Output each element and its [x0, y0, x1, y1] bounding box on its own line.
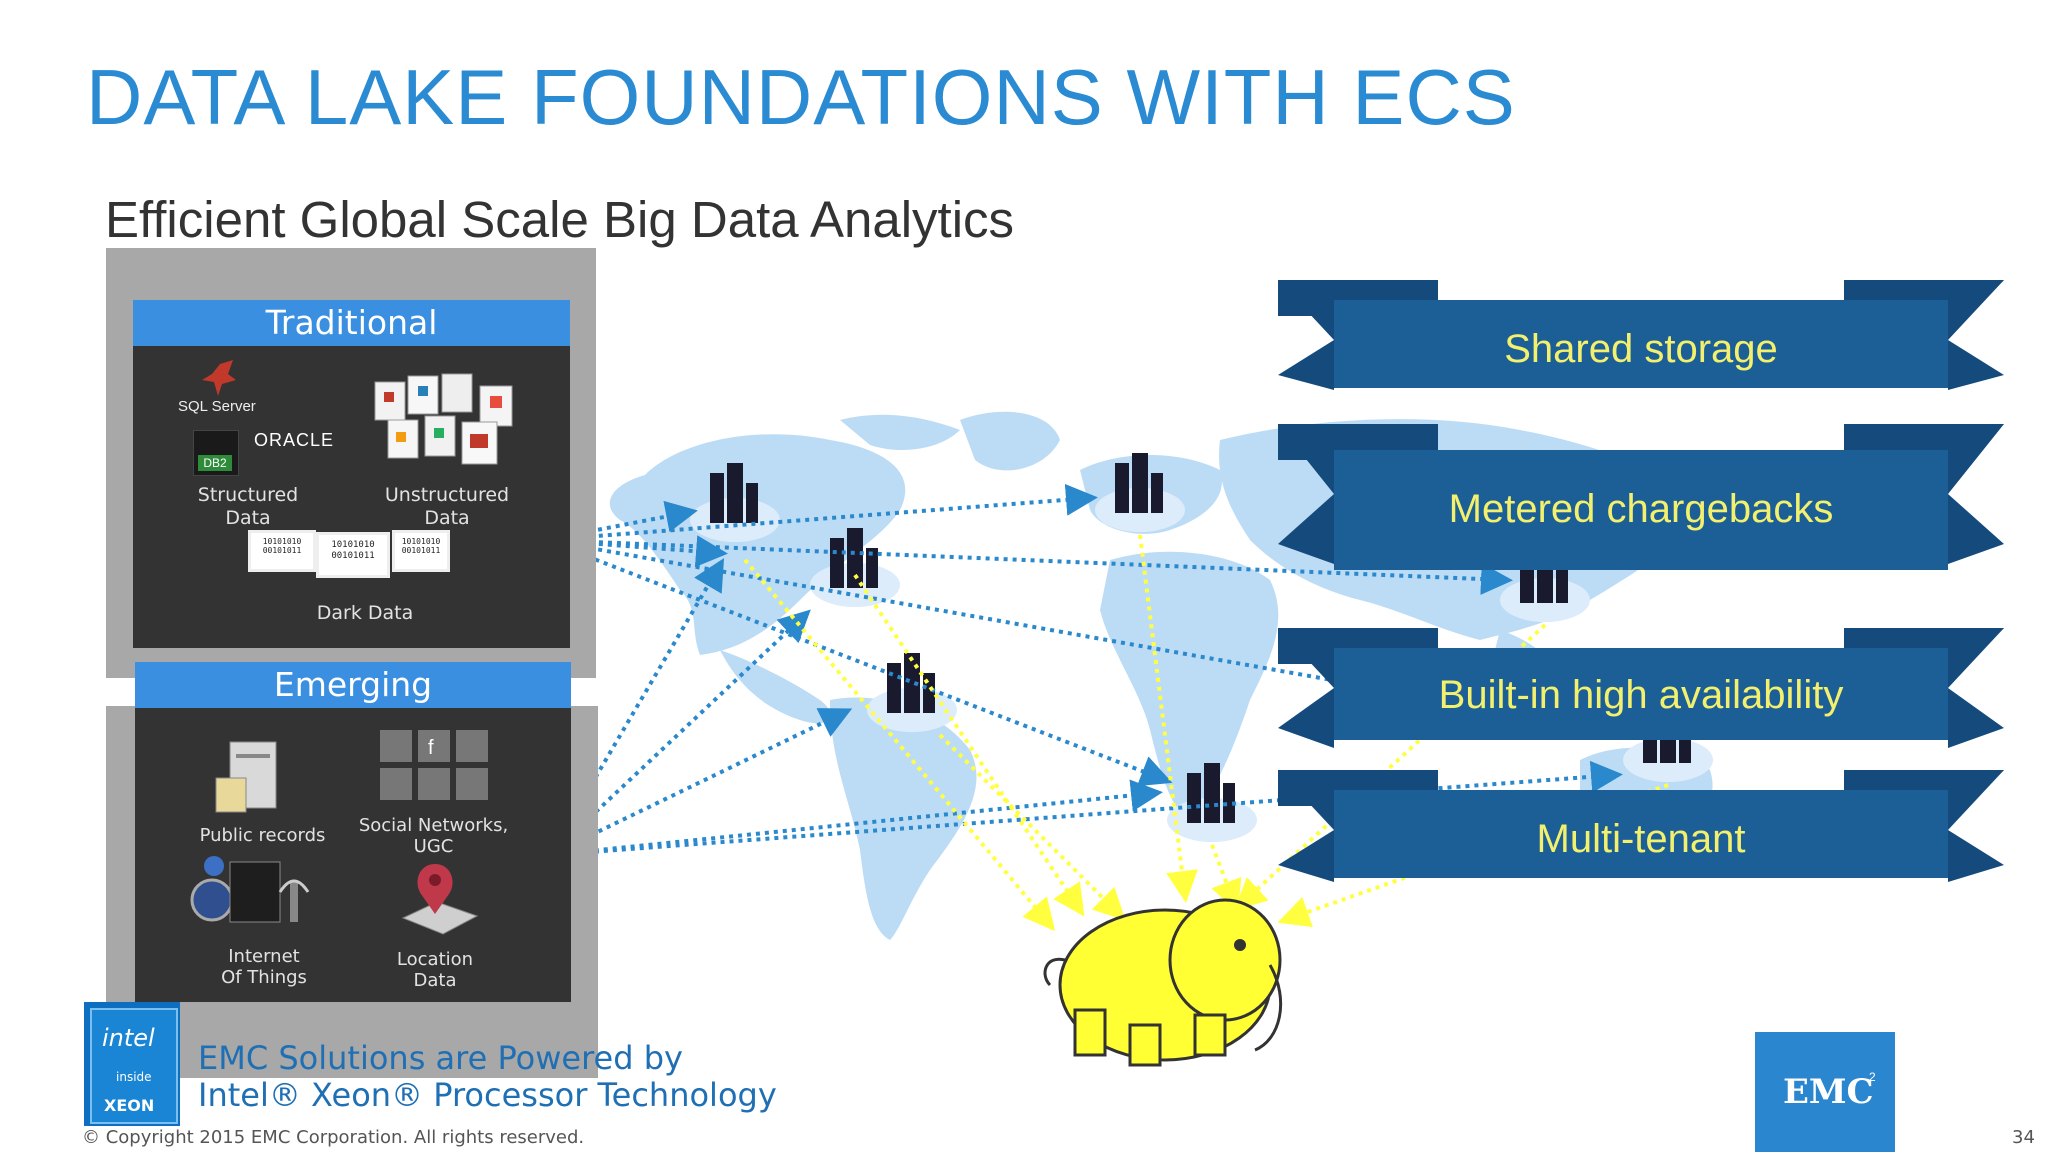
emerging-panel — [135, 662, 571, 1002]
social-networks-label: Social Networks, UGC — [358, 815, 509, 857]
oracle-logo: ORACLE — [254, 430, 335, 450]
binary-monitor-icon: 10101010 00101011 — [392, 530, 450, 572]
banner-shared-storage: Shared storage — [1278, 280, 2004, 398]
banner-text: Metered chargebacks — [1449, 487, 1834, 531]
page-title: DATA LAKE FOUNDATIONS WITH ECS — [86, 53, 1516, 141]
page-number: 34 — [2012, 1127, 2035, 1148]
dark-data-label: Dark Data — [316, 602, 414, 624]
binary-monitor-icon: 10101010 00101011 — [248, 530, 316, 572]
cloud-server-icon — [1167, 763, 1257, 842]
banner-text: Shared storage — [1504, 327, 1778, 371]
intel-line-1: EMC Solutions are Powered by — [198, 1039, 683, 1077]
svg-text:f: f — [428, 737, 434, 759]
sql-server-logo: SQL Server — [178, 356, 258, 416]
intel-line-2: Intel® Xeon® Processor Technology — [198, 1076, 777, 1114]
ibm-db2-logo: DB2 — [193, 430, 239, 476]
binary-text: 10101010 00101011 — [262, 537, 302, 555]
hadoop-elephant-icon — [1043, 898, 1283, 1067]
binary-text: 10101010 00101011 — [331, 540, 375, 561]
binary-monitor-icon: 10101010 00101011 — [316, 532, 390, 578]
traditional-header: Traditional — [133, 300, 570, 346]
cloud-server-icon — [810, 528, 900, 607]
emerging-header: Emerging — [135, 662, 571, 708]
public-records-label: Public records — [199, 825, 326, 846]
unstructured-data-label: Unstructured Data — [384, 484, 510, 529]
page-subtitle: Efficient Global Scale Big Data Analytic… — [105, 191, 1015, 248]
banner-text: Built-in high availability — [1439, 673, 1844, 717]
location-data-label: Location Data — [396, 949, 474, 991]
location-pin-icon — [393, 858, 483, 938]
banner-high-availability: Built-in high availability — [1278, 628, 2004, 758]
intel-powered-by-text: EMC Solutions are Powered by Intel® Xeon… — [198, 1040, 777, 1114]
file-cabinet-icon — [212, 740, 292, 820]
copyright-text: © Copyright 2015 EMC Corporation. All ri… — [82, 1127, 585, 1148]
banner-multi-tenant: Multi-tenant — [1278, 770, 2004, 888]
file-icons-cluster — [370, 372, 525, 472]
banner-text: Multi-tenant — [1537, 817, 1746, 861]
iot-label: Internet Of Things — [221, 946, 307, 988]
social-icons-grid: f — [378, 728, 490, 804]
banner-metered-chargebacks: Metered chargebacks — [1278, 424, 2004, 578]
cloud-server-icon — [690, 463, 780, 542]
iot-devices-icon — [190, 852, 340, 932]
structured-data-label: Structured Data — [197, 484, 299, 529]
binary-text: 10101010 00101011 — [401, 537, 441, 555]
cloud-server-icons — [690, 453, 1713, 842]
intel-xeon-badge: intel inside XEON — [84, 1002, 180, 1126]
cloud-server-icon — [1095, 453, 1185, 532]
